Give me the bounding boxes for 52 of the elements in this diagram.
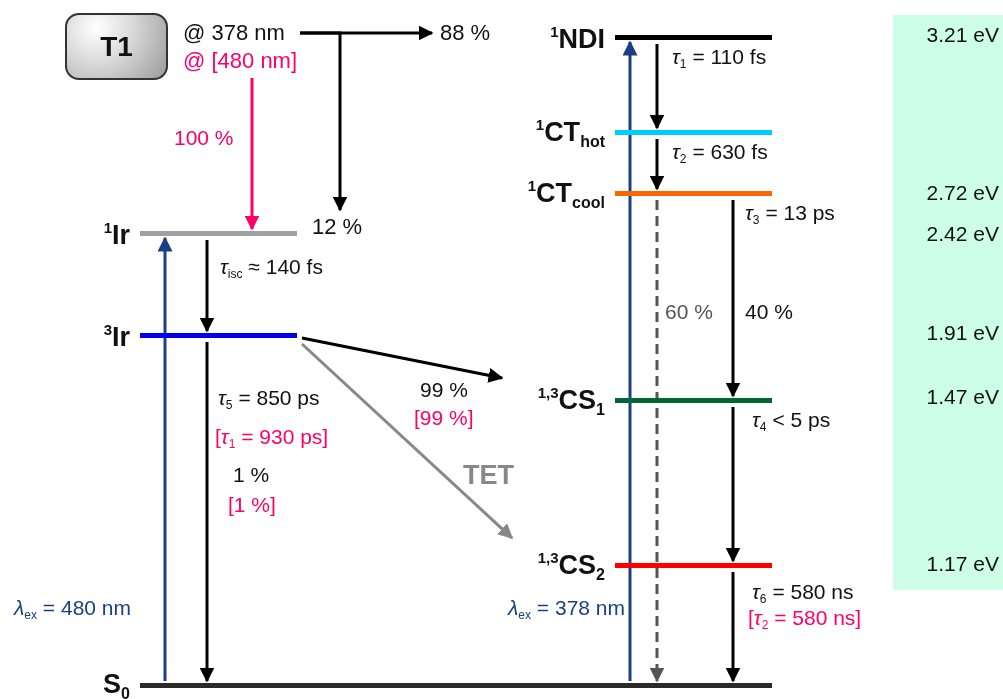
state-label: $^{1,3}$CS$_{1}$ bbox=[537, 384, 605, 417]
annotation: [99 %] bbox=[414, 406, 474, 430]
arrow bbox=[157, 236, 173, 681]
edge-label: τ$_{4}$ < 5 ps bbox=[752, 408, 831, 436]
edge-label: 100 % bbox=[174, 126, 234, 150]
edge-label: 99 % bbox=[420, 378, 468, 402]
arrow bbox=[300, 31, 348, 212]
energy-value: 1.17 eV bbox=[926, 552, 999, 576]
edge-label: τ$_{5}$ = 850 ps bbox=[218, 386, 320, 414]
edge-label: TET bbox=[463, 463, 514, 487]
energy-value: 1.91 eV bbox=[926, 321, 999, 345]
arrow bbox=[725, 407, 741, 563]
state-label: $^{1}$NDI bbox=[550, 23, 605, 52]
edge-label: τ$_{2}$ = 630 fs bbox=[672, 140, 768, 168]
edge-label: τ$_{isc}$ ≈ 140 fs bbox=[220, 255, 323, 283]
yield-label: @ [480 nm] bbox=[183, 48, 298, 74]
energy-value: 3.21 eV bbox=[926, 23, 999, 47]
arrow bbox=[301, 336, 504, 383]
edge-label: τ$_{1}$ = 110 fs bbox=[672, 45, 767, 73]
yield-label: 88 % bbox=[440, 20, 491, 46]
arrow bbox=[649, 44, 665, 130]
edge-label: 60 % bbox=[665, 300, 713, 324]
arrow bbox=[244, 78, 260, 231]
edge-label: τ$_{6}$ = 580 ns bbox=[752, 580, 854, 608]
yield-label: 12 % bbox=[312, 214, 363, 240]
annotation: [τ$_{1}$ = 930 ps] bbox=[215, 425, 329, 453]
energy-value: 2.72 eV bbox=[926, 181, 999, 205]
arrow bbox=[301, 342, 514, 540]
annotation: [τ$_{2}$ = 580 ns] bbox=[748, 606, 862, 634]
state-label: $^{1}$Ir bbox=[103, 219, 130, 248]
annotation: 1 % bbox=[233, 463, 270, 487]
arrow bbox=[199, 240, 215, 333]
arrow bbox=[649, 200, 665, 683]
energy-value: 2.42 eV bbox=[926, 222, 999, 246]
edge-label: τ$_{3}$ = 13 ps bbox=[745, 201, 835, 229]
edge-label: λ$_{ex}$ = 378 nm bbox=[508, 596, 625, 624]
arrow bbox=[725, 200, 741, 398]
edge-label: λ$_{ex}$ = 480 nm bbox=[14, 596, 131, 624]
annotation: [1 %] bbox=[228, 493, 276, 517]
arrow bbox=[649, 139, 665, 191]
state-label: S$_{0}$ bbox=[103, 670, 130, 699]
state-label: $^{3}$Ir bbox=[103, 321, 130, 350]
arrow bbox=[622, 40, 638, 681]
state-label: $^{1}$CT$_{cool}$ bbox=[527, 177, 605, 210]
state-label: $^{1,3}$CS$_{2}$ bbox=[537, 549, 605, 582]
arrow bbox=[199, 342, 215, 683]
sample-tag: T1 bbox=[65, 13, 168, 80]
annotation: 40 % bbox=[745, 300, 793, 324]
yield-label: @ 378 nm bbox=[183, 20, 285, 46]
energy-value: 1.47 eV bbox=[926, 385, 999, 409]
arrow bbox=[725, 572, 741, 683]
state-label: $^{1}$CT$_{hot}$ bbox=[535, 116, 605, 149]
